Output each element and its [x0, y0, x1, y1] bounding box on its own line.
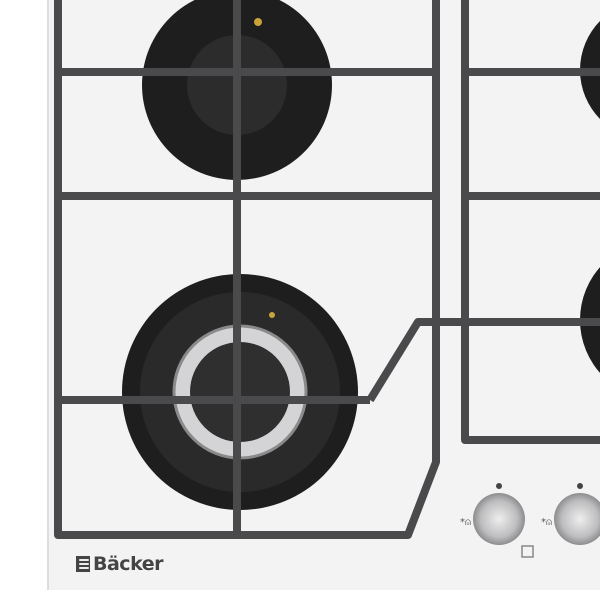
- knob-2[interactable]: *⍝: [541, 483, 600, 545]
- cast-iron-grate: [54, 0, 600, 539]
- svg-text:*⍝: *⍝: [541, 517, 552, 528]
- knob-1[interactable]: *⍝: [460, 483, 525, 545]
- burner-layout-icon: [521, 545, 534, 558]
- brand-logo: Bäcker: [76, 553, 163, 575]
- brand-name: Bäcker: [93, 553, 163, 575]
- svg-text:*⍝: *⍝: [460, 517, 471, 528]
- logo-mark-icon: [76, 556, 90, 572]
